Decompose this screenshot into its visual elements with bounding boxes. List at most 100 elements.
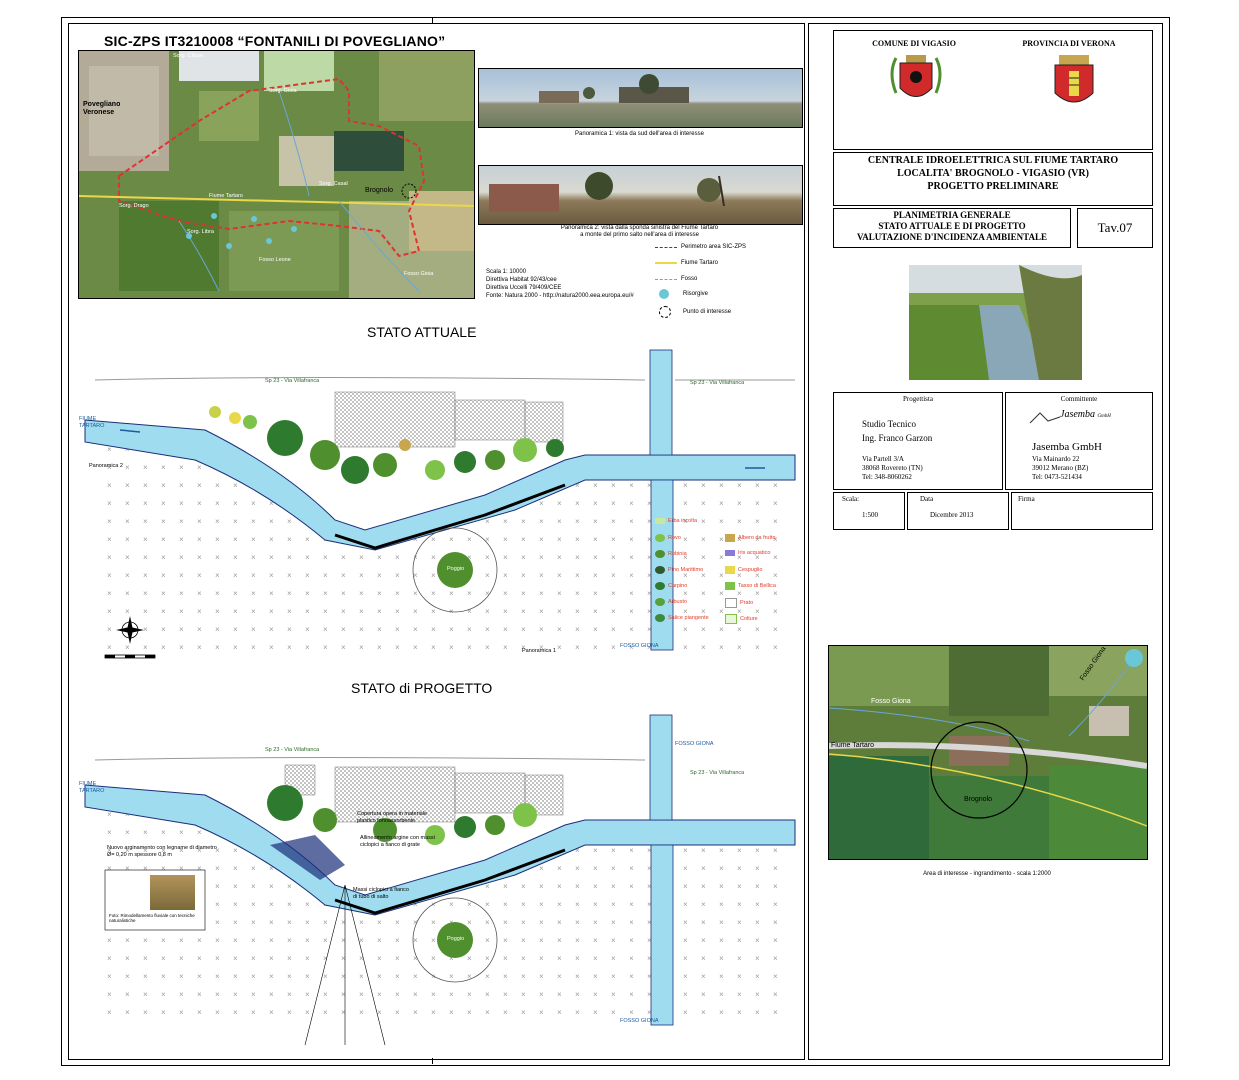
authority-box: COMUNE DI VIGASIO PROVINCIA DI VERONA <box>833 30 1153 150</box>
tav-box: Tav.07 <box>1077 208 1153 248</box>
plan-current-fosso-label: FOSSO GIONA <box>620 643 659 649</box>
committente-logo: Jasemba GmbH <box>1060 409 1111 420</box>
committente-addr2: 39012 Merano (BZ) <box>1032 464 1089 472</box>
progettista-addr1: Via Partell 3/A <box>862 455 904 463</box>
aerial-label-brognolo: Brognolo <box>365 187 394 194</box>
sheet-outer-frame <box>61 17 1170 1066</box>
project-inset-photo <box>150 875 195 910</box>
veg-prato-icon <box>725 598 737 608</box>
zoom-label-fosso-giona-left: Fosso Giona <box>871 698 911 705</box>
progettista-tel: Tel: 348-8060262 <box>862 473 912 481</box>
veg-label-prato: Prato <box>740 600 754 606</box>
veg-cespuglio-icon <box>725 566 735 574</box>
scala-label: Scala: <box>842 495 860 503</box>
drawing-title-line1: PLANIMETRIA GENERALE <box>893 210 1011 220</box>
plan-current-road-left: Sp 23 - Via Villafranca <box>265 378 320 384</box>
drawing-title-line2: STATO ATTUALE E DI PROGETTO <box>878 221 1026 231</box>
veg-robinia-icon <box>655 550 665 558</box>
veg-iris-icon <box>725 550 735 556</box>
note-alignment: Allineamento argine con massi ciclopici … <box>360 835 435 848</box>
plan-current: × <box>79 349 796 680</box>
map-info-source: Fonte: Natura 2000 - http://natura2000.e… <box>486 293 634 299</box>
comune-label: COMUNE DI VIGASIO <box>872 39 956 48</box>
scala-value: 1:500 <box>862 511 878 519</box>
legend-perimeter-label: Perimetro area SIC-ZPS <box>681 244 747 250</box>
legend-river-symbol <box>655 262 677 264</box>
project-title-box: CENTRALE IDROELETTRICA SUL FIUME TARTARO… <box>833 152 1153 206</box>
veg-label-arbusto: Arbusto <box>668 599 687 605</box>
progettista-header: Progettista <box>903 395 933 403</box>
legend-perimeter-symbol <box>655 246 677 248</box>
drawing-title-box: PLANIMETRIA GENERALE STATO ATTUALE E DI … <box>833 208 1071 248</box>
veg-label-frutto: Albero da frutto <box>738 535 776 541</box>
fold-mark-top <box>432 17 433 23</box>
site-photo <box>909 265 1082 380</box>
plan-project-fosso-top: FOSSO GIONA <box>675 741 714 747</box>
veg-grass-icon <box>655 518 665 524</box>
jasemba-logo-icon <box>1029 412 1061 424</box>
comune-crest-icon <box>890 55 942 97</box>
plan-project-road-right: Sp 23 - Via Villafranca <box>690 770 745 776</box>
progettista-name1: Studio Tecnico <box>862 419 916 429</box>
zoom-map-caption: Area di interesse - ingrandimento - scal… <box>923 871 1051 877</box>
committente-name: Jasemba GmbH <box>1032 441 1102 453</box>
veg-label-carpino: Carpino <box>668 583 688 589</box>
note-cover: Copertura opera in materiale plastico fo… <box>357 811 428 824</box>
committente-addr1: Via Mainardo 22 <box>1032 455 1080 463</box>
committente-box: Committente Jasemba GmbH Jasemba GmbH Vi… <box>1005 392 1153 490</box>
firma-label: Firma <box>1018 495 1035 503</box>
veg-label-tasso: Tasso di Bellica <box>738 583 776 589</box>
committente-logo-text: Jasemba <box>1060 409 1095 420</box>
veg-label-salice: Salice piangente <box>668 615 709 621</box>
committente-tel: Tel: 0473-521434 <box>1032 473 1082 481</box>
aerial-label-sorg-drago: Sorg. Drago <box>119 203 149 209</box>
project-title-line1: CENTRALE IDROELETTRICA SUL FIUME TARTARO <box>867 155 1119 166</box>
project-inset-caption: Foto: Rimodellamento fluviale con tecnic… <box>109 913 195 923</box>
zoom-aerial-map: Fosso Giona Fiume Tartaro Brognolo Fosso… <box>828 645 1148 860</box>
veg-pino-icon <box>655 566 665 574</box>
sheet-inner-right-frame <box>808 23 1163 1060</box>
plan-project-river-label: FIUME TARTARO <box>79 781 105 794</box>
veg-label-colture: Colture <box>740 616 758 622</box>
map-info-uccelli: Direttiva Uccelli 79/409/CEE <box>486 285 562 291</box>
progettista-addr2: 38068 Rovereto (TN) <box>862 464 923 472</box>
plan-project: Sp 23 - Via Villafranca Sp 23 - Via Vill… <box>79 714 796 1055</box>
panorama-2-caption-1: Panoramica 2: vista dalla sponda sinistr… <box>560 225 719 231</box>
sheet-inner-left-frame <box>68 23 805 1060</box>
aerial-label-fiume-tartaro: Fiume Tartaro <box>209 193 243 199</box>
veg-label-pino: Pino Marittimo <box>668 567 704 573</box>
aerial-label-sorg-libra: Sorg. Libra <box>187 229 214 235</box>
veg-label-rovo: Rovo <box>668 535 681 541</box>
legend-risorgive-icon <box>659 289 669 299</box>
committente-header: Committente <box>1060 395 1098 403</box>
veg-label-robinia: Robinia <box>668 551 687 557</box>
main-title: SIC-ZPS IT3210008 “FONTANILI DI POVEGLIA… <box>104 33 446 49</box>
map-legend: Perimetro area SIC-ZPS Fiume Tartaro Fos… <box>655 244 795 324</box>
aerial-label-sorg-casal: Sorg. Casal <box>319 181 348 187</box>
legend-fosso-label: Fosso <box>681 276 698 282</box>
drawing-title-line3: VALUTAZIONE D'INCIDENZA AMBIENTALE <box>856 232 1048 242</box>
committente-logo-suffix: GmbH <box>1097 414 1111 419</box>
project-title-line2: LOCALITA' BROGNOLO - VIGASIO (VR) <box>897 168 1089 179</box>
project-title-line3: PROGETTO PRELIMINARE <box>927 181 1059 192</box>
veg-rovo-icon <box>655 534 665 542</box>
vegetation-legend: Erba incolta Rovo Robinia Pino Marittimo… <box>655 518 800 638</box>
aerial-label-sorg-ciliare: Sorg. Ciliare <box>173 53 204 59</box>
progettista-name2: Ing. Franco Garzon <box>862 433 933 443</box>
veg-colture-icon <box>725 614 737 624</box>
section-title-project: STATO di PROGETTO <box>351 680 493 696</box>
veg-label-iris: Iris acquatico <box>738 550 771 556</box>
map-info-block: Scala 1: 10000 Direttiva Habitat 92/43/c… <box>486 268 634 300</box>
map-info-habitat: Direttiva Habitat 92/43/cee <box>486 277 557 283</box>
data-value: Dicembre 2013 <box>930 511 974 519</box>
legend-risorgive-label: Risorgive <box>683 291 709 297</box>
data-box: Data Dicembre 2013 <box>907 492 1009 530</box>
plan-current-poggio: Poggio <box>447 566 465 572</box>
note-blocks: Massi ciclopici a fianco di tubo di salt… <box>353 887 409 900</box>
panorama-2-photo <box>478 165 803 225</box>
section-title-current: STATO ATTUALE <box>367 324 477 340</box>
aerial-label-fosso-leone: Fosso Leone <box>259 257 291 263</box>
note-overlay: Nuovo arginamento con legname di diametr… <box>107 845 217 858</box>
veg-frutto-icon <box>725 534 735 542</box>
tav-number: Tav.07 <box>1097 220 1133 235</box>
